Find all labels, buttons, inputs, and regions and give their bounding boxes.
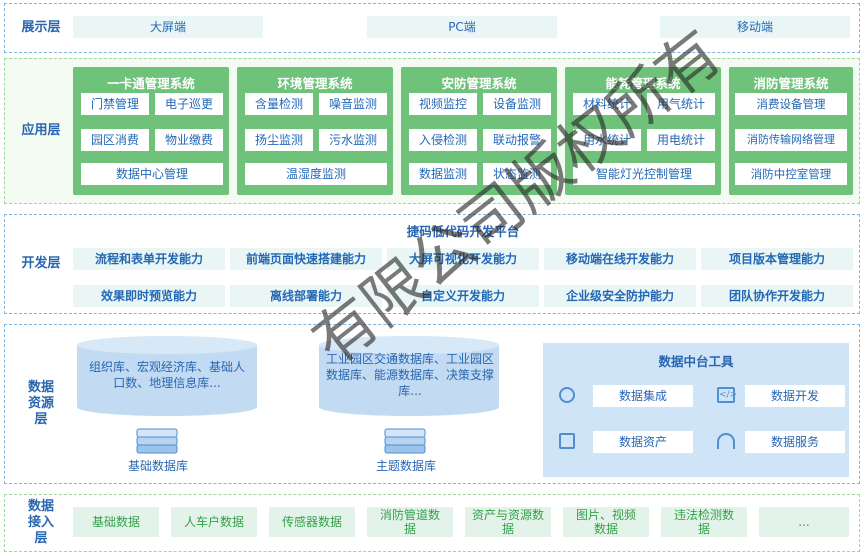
app-system-card-fire: 消防管理系统 消费设备管理 消防传输网络管理 消防中控室管理 (729, 67, 853, 195)
app-system-item: 入侵检测 (409, 129, 477, 151)
app-system-item: 联动报警 (483, 129, 551, 151)
app-system-item: 扬尘监测 (245, 129, 313, 151)
data-tool-item: 数据开发 (745, 385, 845, 407)
app-system-item: 视频监控 (409, 93, 477, 115)
access-item: 消防管道数据 (367, 507, 453, 537)
app-system-item: 门禁管理 (81, 93, 149, 115)
app-system-title: 环境管理系统 (277, 76, 353, 91)
theme-db-caption: 主题数据库 (375, 459, 436, 473)
base-db-caption: 基础数据库 (127, 459, 188, 473)
app-system-row: 消费设备管理 (735, 93, 847, 115)
development-layer-label: 开发层 (21, 255, 61, 271)
presentation-item-mobile: 移动端 (660, 16, 850, 38)
presentation-item-bigscreen: 大屏端 (73, 16, 263, 38)
dev-capability: 团队协作开发能力 (701, 285, 853, 307)
dev-capability: 自定义开发能力 (387, 285, 539, 307)
app-system-item: 状态监测 (483, 163, 551, 185)
app-system-item: 园区消费 (81, 129, 149, 151)
app-system-item: 电子巡更 (155, 93, 223, 115)
dev-capability: 大屏可视化开发能力 (387, 248, 539, 270)
theme-db-text: 工业园区交通数据库、工业园区数据库、能源数据库、决策支撑库... (325, 352, 494, 398)
data-tool-item: 数据服务 (745, 431, 845, 453)
app-system-item-wide: 温湿度监测 (245, 163, 387, 185)
app-system-item: 数据监测 (409, 163, 477, 185)
base-db-text: 组织库、宏观经济库、基础人口数、地理信息库... (88, 360, 245, 390)
application-layer: 应用层 一卡通管理系统 门禁管理 电子巡更 园区消费 物业缴费 数据中心管理 环… (4, 58, 860, 204)
app-system-item: 含量检测 (245, 93, 313, 115)
data-access-layer-label-text: 数据接入层 (27, 498, 54, 546)
access-item: 图片、视频数据 (563, 507, 649, 537)
dev-capability: 流程和表单开发能力 (73, 248, 225, 270)
app-system-item: 材料统计 (573, 93, 641, 115)
app-system-item: 噪音监测 (319, 93, 387, 115)
data-resource-layer-label: 数据资源层 (13, 325, 69, 482)
access-item: 基础数据 (73, 507, 159, 537)
app-system-card-env: 环境管理系统 含量检测 噪音监测 扬尘监测 污水监测 温湿度监测 (237, 67, 393, 195)
app-system-card-security: 安防管理系统 视频监控 设备监测 入侵检测 联动报警 数据监测 状态监测 (401, 67, 557, 195)
app-system-item-wide: 智能灯光控制管理 (573, 163, 715, 185)
data-access-layer-label: 数据接入层 (13, 495, 69, 550)
theme-db-cylinder (319, 336, 499, 416)
access-item: 传感器数据 (269, 507, 355, 537)
access-item: 人车户数据 (171, 507, 257, 537)
dev-capability: 效果即时预览能力 (73, 285, 225, 307)
app-system-item: 设备监测 (483, 93, 551, 115)
data-access-layer: 数据接入层 基础数据 人车户数据 传感器数据 消防管道数据 资产与资源数据 图片… (4, 494, 860, 552)
data-middle-platform: 数据中台工具 数据集成 </> 数据开发 数据资产 数据服务 (543, 343, 849, 477)
presentation-layer: 展示层 大屏端 PC端 移动端 (4, 3, 860, 53)
dev-capability: 项目版本管理能力 (701, 248, 853, 270)
database-stack-icon (136, 428, 178, 454)
development-layer: 开发层 捷码低代码开发平台 流程和表单开发能力 前端页面快速搭建能力 大屏可视化… (4, 214, 860, 314)
data-middle-title: 数据中台工具 (658, 354, 734, 369)
app-system-card-ykt: 一卡通管理系统 门禁管理 电子巡更 园区消费 物业缴费 数据中心管理 (73, 67, 229, 195)
base-db-cylinder (77, 336, 257, 416)
code-icon: </> (717, 387, 737, 403)
headset-icon (717, 433, 735, 449)
dev-capability: 移动端在线开发能力 (544, 248, 696, 270)
data-resource-layer-label-text: 数据资源层 (27, 379, 54, 427)
dev-capability: 企业级安全防护能力 (544, 285, 696, 307)
app-system-title: 安防管理系统 (441, 76, 517, 91)
data-integration-icon (559, 387, 575, 403)
app-system-item: 用水统计 (573, 129, 641, 151)
presentation-item-pc: PC端 (367, 16, 557, 38)
app-system-title: 能耗管理系统 (605, 76, 681, 91)
app-system-item: 物业缴费 (155, 129, 223, 151)
app-system-row: 消防中控室管理 (735, 163, 847, 185)
app-system-item: 用电统计 (647, 129, 715, 151)
application-layer-label: 应用层 (21, 122, 61, 138)
app-system-item: 用气统计 (647, 93, 715, 115)
access-item: 资产与资源数据 (465, 507, 551, 537)
access-item: ... (759, 507, 849, 537)
app-system-card-energy: 能耗管理系统 材料统计 用气统计 用水统计 用电统计 智能灯光控制管理 (565, 67, 721, 195)
data-tool-item: 数据资产 (593, 431, 693, 453)
platform-title: 捷码低代码开发平台 (406, 224, 520, 239)
app-system-title: 消防管理系统 (753, 76, 829, 91)
access-item: 违法检测数据 (661, 507, 747, 537)
data-resource-layer: 数据资源层 组织库、宏观经济库、基础人口数、地理信息库... 基础数据库 工业园… (4, 324, 860, 484)
app-system-title: 一卡通管理系统 (107, 76, 195, 91)
data-asset-icon (559, 433, 575, 449)
presentation-layer-label: 展示层 (21, 19, 61, 35)
data-tool-item: 数据集成 (593, 385, 693, 407)
app-system-item-wide: 数据中心管理 (81, 163, 223, 185)
app-system-row: 消防传输网络管理 (735, 129, 847, 151)
app-system-item: 污水监测 (319, 129, 387, 151)
dev-capability: 前端页面快速搭建能力 (230, 248, 382, 270)
database-stack-icon (384, 428, 426, 454)
dev-capability: 离线部署能力 (230, 285, 382, 307)
